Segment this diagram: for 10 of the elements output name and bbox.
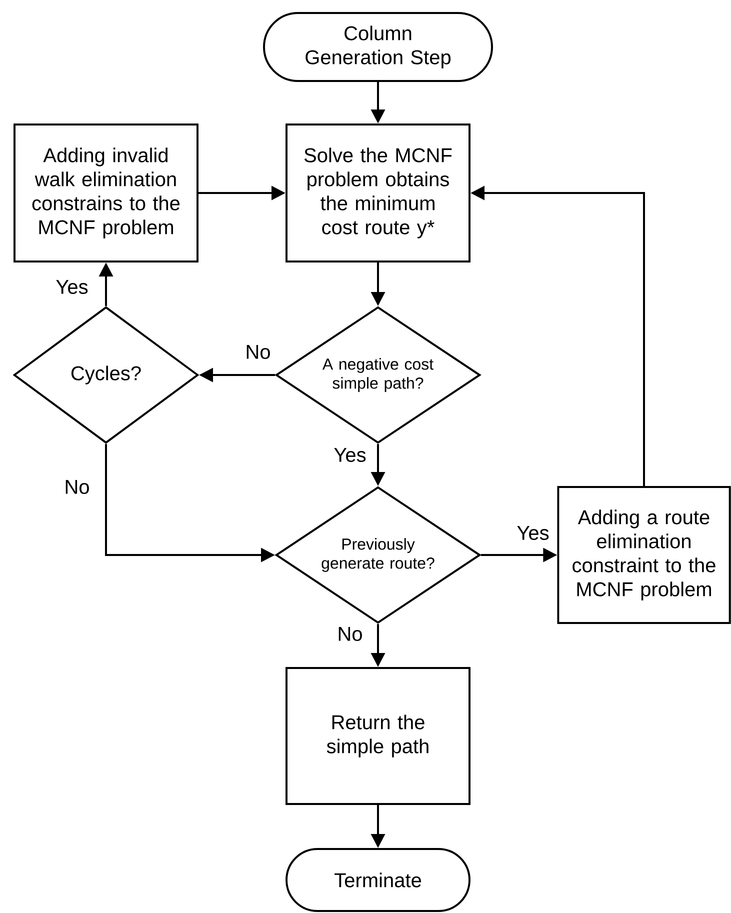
process-box: Solve the MCNF problem obtains the minimum cost route y*	[286, 124, 470, 262]
edge-label: No	[338, 627, 362, 641]
edge-label: Yes	[517, 526, 549, 540]
process-box: Adding invalid walk elimination constrains to the MCNF problem	[14, 124, 198, 262]
edge-label: Yes	[56, 280, 88, 294]
edge-label: Yes	[334, 448, 366, 462]
edge-label: No	[66, 480, 89, 494]
process-box: Return the simple path	[286, 667, 470, 805]
process-box: Adding a route elimination constraint to the MCNF problem	[557, 486, 731, 624]
edge-label: No	[246, 345, 270, 359]
